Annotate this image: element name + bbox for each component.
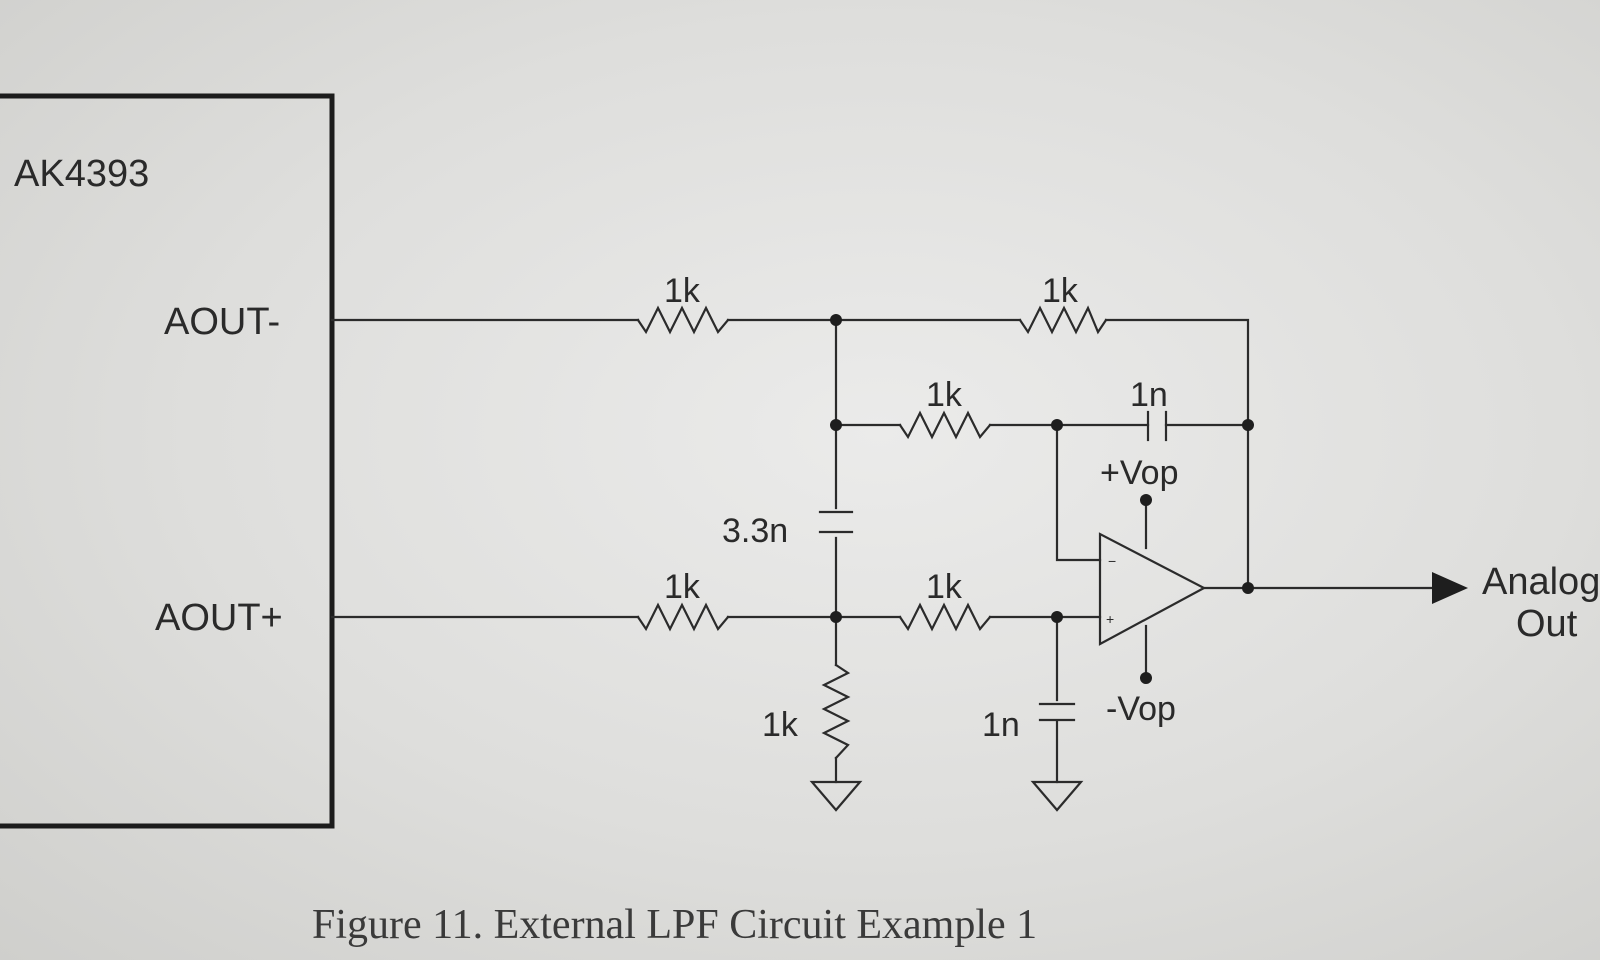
output-label-line2: Out	[1516, 603, 1578, 645]
pin-aout-neg-label: AOUT-	[164, 301, 280, 343]
label-supply-pos: +Vop	[1100, 454, 1178, 492]
capacitor-c-fb	[1146, 410, 1168, 442]
resistor-r-gnd	[821, 663, 851, 760]
label-c-gnd: 1n	[982, 706, 1020, 744]
label-supply-neg: -Vop	[1106, 690, 1176, 728]
ak4393-chip: AK4393 AOUT- AOUT+	[0, 93, 335, 829]
chip-name: AK4393	[14, 153, 149, 195]
wires	[330, 318, 1434, 784]
label-c-diff: 3.3n	[722, 512, 788, 550]
capacitor-c-gnd	[1038, 702, 1076, 722]
label-r-mid-top: 1k	[926, 376, 963, 414]
ground-symbol-left	[809, 780, 863, 812]
label-r-in-neg: 1k	[664, 272, 701, 310]
label-r-mid-bot: 1k	[926, 568, 963, 606]
opamp-inverting-mark: −	[1108, 553, 1116, 569]
resistor-r-mid-bot	[898, 602, 992, 632]
junction-dots	[830, 314, 1254, 684]
output-arrow-icon	[1432, 572, 1468, 604]
pin-aout-pos-label: AOUT+	[155, 597, 283, 639]
label-r-in-pos: 1k	[664, 568, 701, 606]
capacitor-c-diff	[818, 510, 854, 534]
label-r-fb-top: 1k	[1042, 272, 1079, 310]
opamp-noninverting-mark: +	[1106, 611, 1114, 627]
resistor-r-in-neg	[636, 305, 730, 335]
ground-symbol-right	[1030, 780, 1084, 812]
figure-caption: Figure 11. External LPF Circuit Example …	[312, 902, 1037, 948]
output-label-line1: Analog	[1482, 561, 1600, 603]
resistor-r-fb-top	[1018, 305, 1108, 335]
resistor-r-mid-top	[898, 410, 992, 440]
opamp: − +	[1098, 532, 1207, 646]
label-r-gnd: 1k	[762, 706, 799, 744]
label-c-fb: 1n	[1130, 376, 1168, 414]
resistor-r-in-pos	[636, 602, 730, 632]
